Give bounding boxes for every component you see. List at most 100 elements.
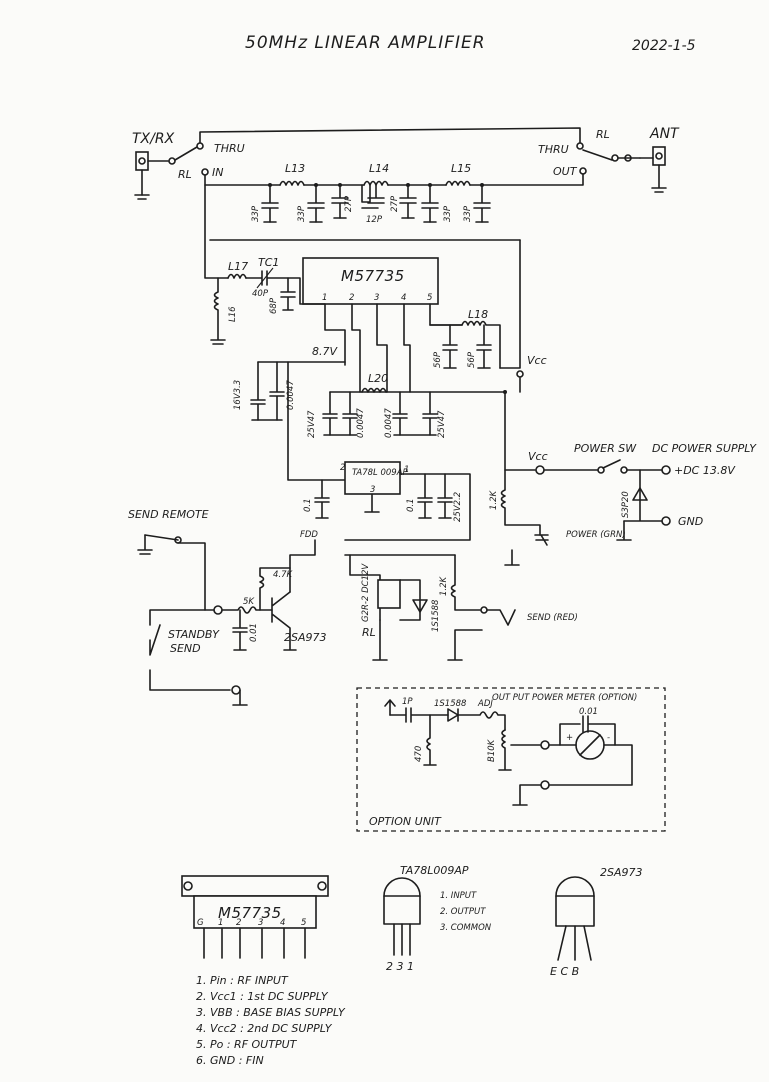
m57735-name: M57735	[341, 267, 405, 285]
svg-text:33P: 33P	[251, 205, 261, 222]
vcc2-label: Vcc	[528, 450, 548, 463]
pinout-m-fin: G	[197, 918, 204, 928]
c16v33-label: 16V3.3	[233, 380, 243, 410]
c0047b-label: 0.0047	[356, 408, 366, 438]
pinout-legend: 1. Pin : RF INPUT 2. Vcc1 : 1st DC SUPPL…	[196, 974, 346, 1067]
gnd-label: GND	[678, 515, 703, 528]
regulator-name: TA78L 009AP	[352, 468, 409, 478]
c56p-a-label: 56P	[433, 351, 443, 368]
svg-text:1. Pin : RF INPUT: 1. Pin : RF INPUT	[196, 974, 289, 987]
svg-text:5: 5	[427, 293, 432, 303]
pinout-ta-pins: 1. INPUT 2. OUTPUT 3. COMMON	[440, 891, 492, 933]
c0047a-label: 0.0047	[286, 380, 296, 410]
svg-text:1: 1	[218, 918, 223, 928]
send-label: SEND	[170, 642, 201, 655]
c01b-label: 0.1	[406, 498, 416, 512]
svg-text:3. VBB : BASE BIAS SUPPLY: 3. VBB : BASE BIAS SUPPLY	[196, 1006, 346, 1019]
c56p-b-label: 56P	[467, 351, 477, 368]
svg-text:2. OUTPUT: 2. OUTPUT	[440, 907, 486, 917]
svg-text:2: 2	[349, 293, 354, 303]
c25v47b-label: 25V47	[437, 410, 447, 438]
r12k-b-label: 1.2K	[439, 575, 449, 596]
send-remote-label: SEND REMOTE	[128, 508, 209, 521]
txrx-label: TX/RX	[132, 131, 175, 147]
svg-text:3. COMMON: 3. COMMON	[440, 923, 492, 933]
svg-text:5: 5	[301, 918, 306, 928]
vcc-label: Vcc	[527, 354, 547, 367]
diode-s3p20-label: S3P20	[621, 491, 631, 518]
option-title: OUT PUT POWER METER (OPTION)	[492, 693, 637, 703]
power-led-label: POWER (GRN)	[566, 530, 626, 540]
c25v47a-label: 25V47	[307, 410, 317, 438]
l14-label: L14	[369, 162, 389, 175]
l16-label: L16	[228, 306, 238, 322]
option-r470: 470	[414, 746, 424, 762]
svg-text:4: 4	[280, 918, 285, 928]
send-control	[137, 534, 516, 706]
output-matching	[429, 320, 524, 378]
output-relay	[576, 142, 667, 193]
power-supply	[500, 459, 671, 566]
m57735-module	[302, 239, 521, 393]
send-led-label: SEND (RED)	[527, 613, 578, 623]
input-wire	[204, 184, 229, 279]
svg-text:33P: 33P	[443, 205, 453, 222]
filter-cap-labels: 33P 33P 27P 12P 27P 33P 33P	[251, 195, 473, 225]
vcc-decoupling	[322, 377, 536, 471]
option-unit	[356, 687, 666, 832]
svg-text:2: 2	[236, 918, 241, 928]
c01a-label: 0.1	[303, 498, 313, 512]
l18-label: L18	[468, 308, 488, 321]
c40p-label: 40P	[252, 289, 269, 299]
c0047c-label: 0.0047	[384, 408, 394, 438]
bias-rail	[250, 361, 346, 481]
svg-text:4: 4	[401, 293, 406, 303]
option-minus: -	[607, 733, 610, 743]
option-c1p: 1P	[402, 697, 413, 707]
v87-label: 8.7V	[312, 345, 338, 358]
power-sw-label: POWER SW	[574, 442, 637, 455]
option-unit-label: OPTION UNIT	[369, 815, 442, 828]
relay-label: G2R-2 DC12V	[361, 563, 371, 622]
m57735-pins: 1 2 3 4 5	[322, 293, 432, 303]
transistor-label: 2SA973	[284, 631, 327, 644]
thru-label-left: THRU	[214, 142, 245, 155]
svg-text:1: 1	[322, 293, 327, 303]
date: 2022-1-5	[632, 38, 696, 54]
standby-label: STANDBY	[168, 628, 220, 641]
out-label: OUT	[553, 165, 578, 178]
pinout-ta-name: TA78L009AP	[400, 864, 469, 877]
svg-text:12P: 12P	[366, 215, 383, 225]
dc-voltage-label: +DC 13.8V	[674, 464, 736, 477]
regulator	[314, 461, 471, 541]
svg-text:6. GND : FIN: 6. GND : FIN	[196, 1054, 264, 1067]
svg-text:3: 3	[374, 293, 379, 303]
title: 50MHz LINEAR AMPLIFIER	[245, 33, 486, 53]
low-pass-filter	[204, 173, 584, 223]
r5k-label: 5K	[243, 597, 255, 607]
m57735-pinout	[181, 875, 329, 959]
c001-label: 0.01	[249, 623, 259, 642]
pinout-m57735-name: M57735	[218, 904, 282, 922]
l13-label: L13	[285, 162, 305, 175]
pinout-tr-name: 2SA973	[600, 866, 643, 879]
in-label: IN	[212, 166, 223, 179]
r12k-a-label: 1.2K	[489, 489, 499, 510]
txrx-connector	[134, 151, 169, 200]
l20-label: L20	[368, 372, 388, 385]
regulator-pin2: 2	[340, 463, 345, 473]
input-matching	[210, 267, 326, 345]
rl-label-left: RL	[178, 168, 192, 181]
regulator-pin3: 3	[370, 485, 375, 495]
relay-rl-label: RL	[362, 626, 376, 639]
svg-text:1. INPUT: 1. INPUT	[440, 891, 477, 901]
option-r: ADJ	[477, 699, 493, 709]
fdd-label: FDD	[300, 530, 318, 540]
ant-label: ANT	[649, 126, 680, 142]
pinout-tr-order: E C B	[550, 965, 579, 978]
dc-supply-label: DC POWER SUPPLY	[652, 442, 757, 455]
option-r10k: B10K	[487, 738, 497, 762]
svg-text:4. Vcc2 : 2nd DC SUPPLY: 4. Vcc2 : 2nd DC SUPPLY	[196, 1022, 333, 1035]
pinout-ta-order: 2 3 1	[386, 960, 414, 973]
